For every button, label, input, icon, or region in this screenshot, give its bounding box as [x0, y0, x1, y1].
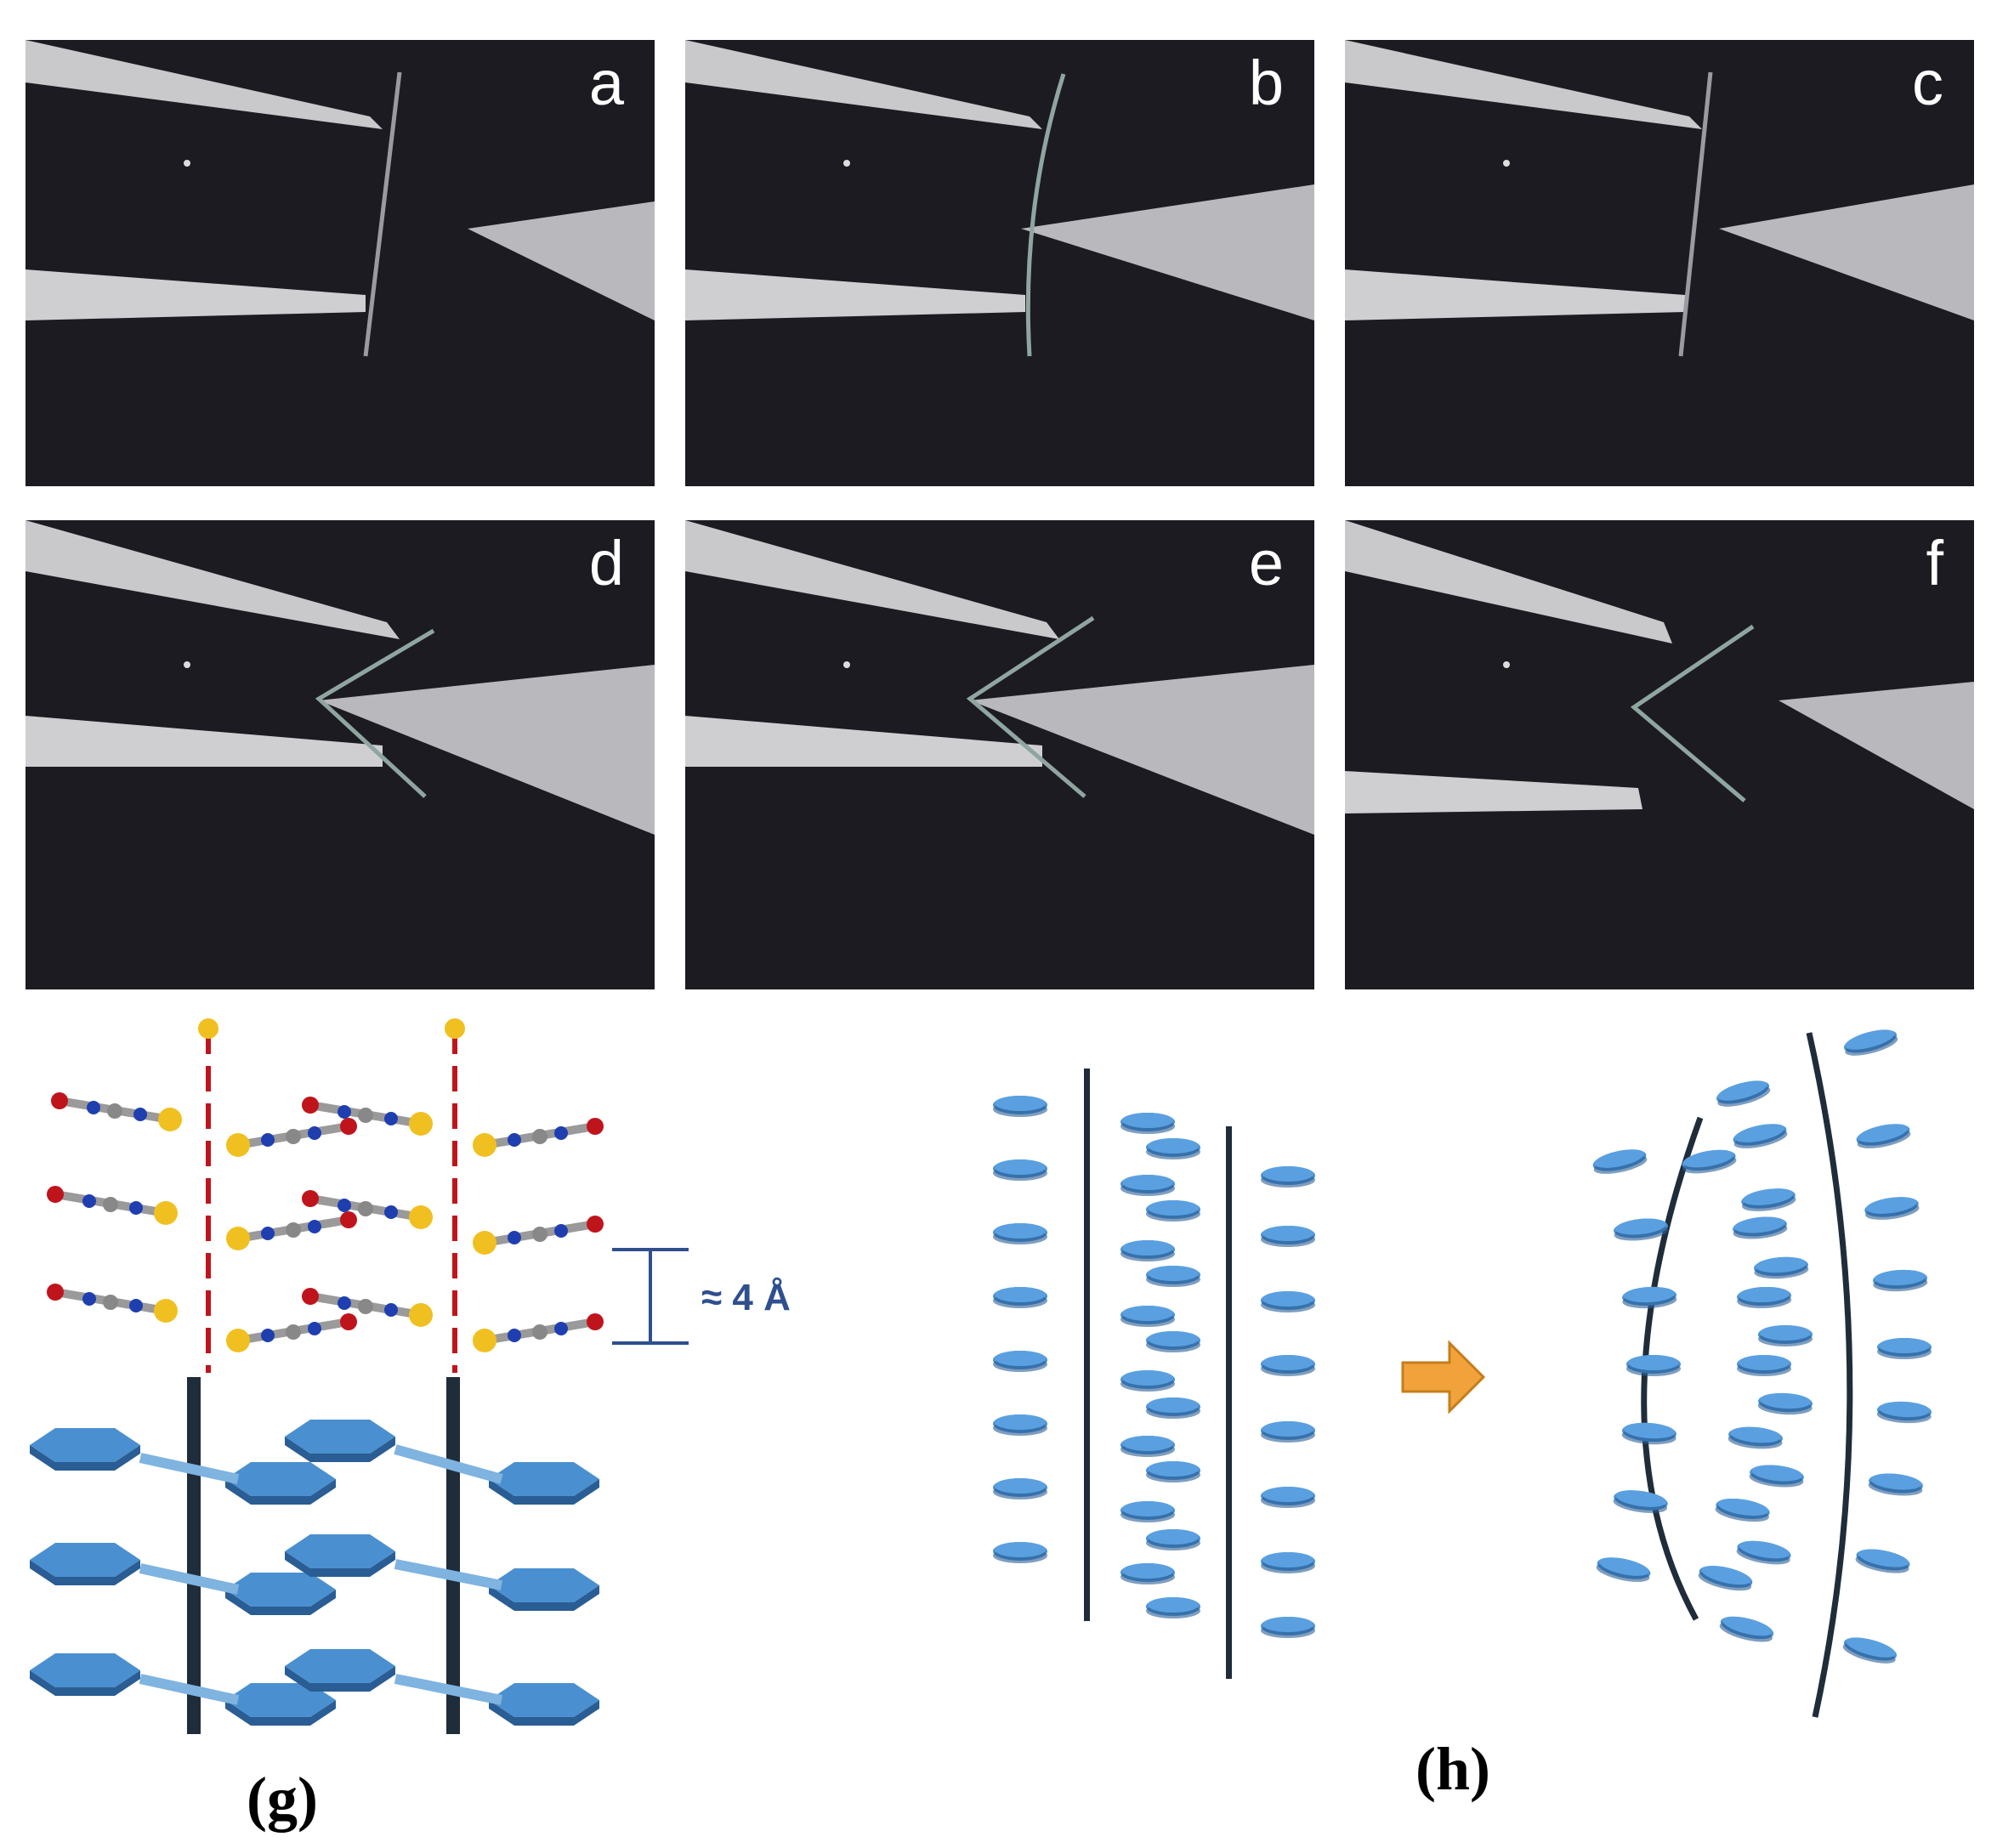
- caption-h: (h): [1415, 1735, 1490, 1803]
- needle-lower: [1345, 269, 1685, 320]
- needle-right: [1779, 682, 1974, 809]
- needle-right: [319, 665, 655, 835]
- panel-c-scene: [1345, 40, 1974, 486]
- panel-letter: e: [1248, 528, 1284, 598]
- panel-a-scene: [26, 40, 655, 486]
- needle-upper: [26, 520, 400, 639]
- needle-lower: [1345, 771, 1642, 813]
- needle-right: [468, 201, 655, 320]
- straight-stack: [993, 1069, 1315, 1679]
- photo-panel-f: f: [1345, 520, 1974, 989]
- panel-g-diagram: [30, 1018, 689, 1734]
- schematic-stacks: [30, 1377, 599, 1734]
- crystal: [1678, 71, 1713, 357]
- crystal: [315, 628, 435, 798]
- panel-b-scene: [685, 40, 1314, 486]
- needle-right: [1021, 184, 1314, 320]
- needle-right: [970, 665, 1314, 835]
- photo-panel-b: b: [685, 40, 1314, 486]
- needle-upper: [1345, 40, 1702, 129]
- needle-lower: [26, 269, 366, 320]
- panel-letter: d: [588, 528, 624, 598]
- bent-stack: [1591, 1025, 1932, 1718]
- panel-letter: a: [588, 48, 624, 118]
- panel-e-scene: [685, 520, 1314, 989]
- crystal-structure: [47, 1018, 604, 1373]
- crystal: [966, 615, 1095, 798]
- caption-g: (g): [247, 1765, 318, 1833]
- photo-panel-c: c: [1345, 40, 1974, 486]
- needle-upper: [26, 40, 383, 129]
- spacing-indicator: [612, 1248, 689, 1345]
- needle-right: [1719, 184, 1974, 320]
- crystal: [1630, 624, 1755, 802]
- needle-upper: [685, 520, 1059, 639]
- panel-d-scene: [26, 520, 655, 989]
- photo-panel-a: a: [26, 40, 655, 486]
- panel-f-scene: [1345, 520, 1974, 989]
- needle-lower: [685, 269, 1025, 320]
- spacing-label: ≈ 4 Å: [701, 1277, 791, 1318]
- crystal: [1025, 73, 1066, 357]
- panel-letter: b: [1248, 48, 1284, 118]
- transition-arrow: [1401, 1340, 1486, 1414]
- panel-h-diagram: [993, 1025, 1932, 1718]
- needle-upper: [685, 40, 1042, 129]
- needle-lower: [26, 716, 383, 767]
- needle-upper: [1345, 520, 1672, 643]
- crystal: [363, 71, 402, 357]
- panel-letter: f: [1926, 528, 1943, 598]
- photo-panel-d: d: [26, 520, 655, 989]
- photo-panel-e: e: [685, 520, 1314, 989]
- needle-lower: [685, 716, 1042, 767]
- panel-letter: c: [1912, 48, 1943, 118]
